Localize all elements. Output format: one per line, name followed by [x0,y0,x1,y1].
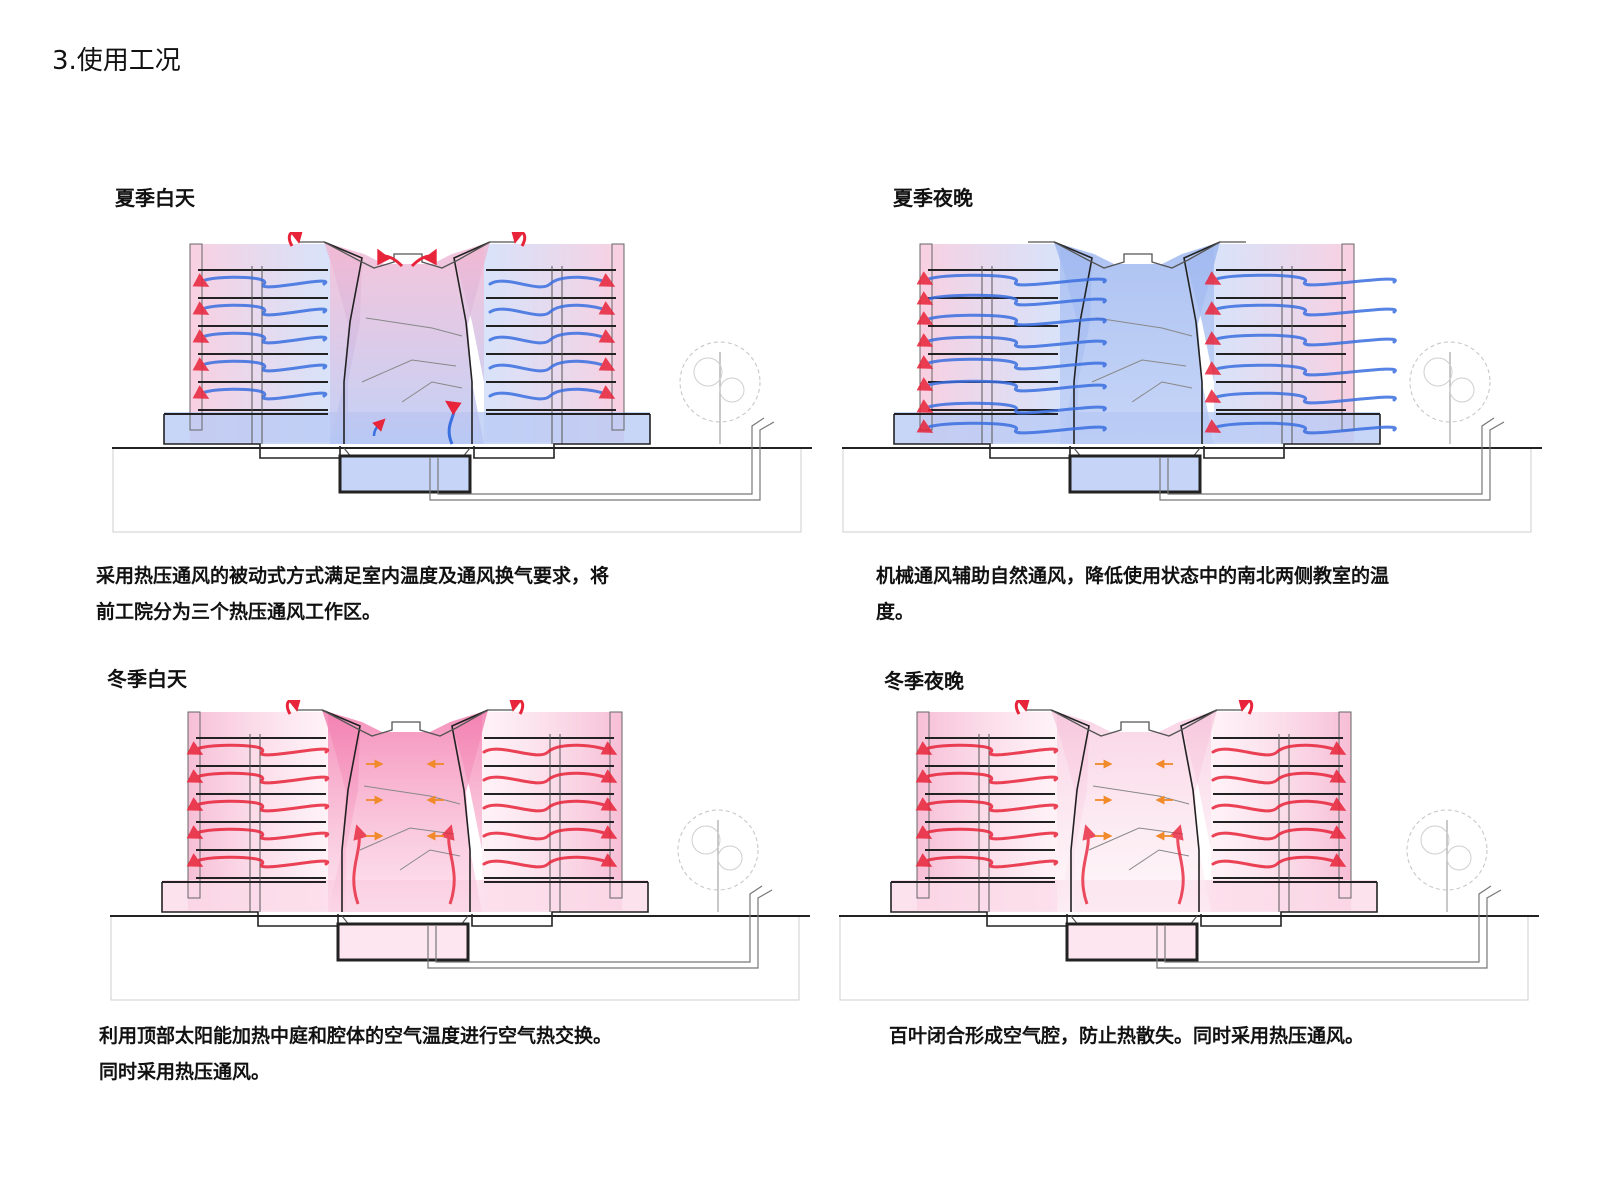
page-title: 3.使用工况 [52,46,181,76]
section-drawing [110,700,810,1001]
caption-winter-day: 利用顶部太阳能加热中庭和腔体的空气温度进行空气热交换。 同时采用热压通风。 [99,1018,612,1090]
panel-title-summer-night: 夏季夜晚 [893,186,973,210]
caption-line: 机械通风辅助自然通风，降低使用状态中的南北两侧教室的温 [876,565,1390,587]
diagram-winter-night [839,700,1539,1002]
section-drawing [842,241,1542,533]
diagram-summer-night [842,232,1542,534]
section-drawing [839,700,1539,1001]
panel-title-summer-day: 夏季白天 [115,186,195,210]
panel-title-winter-night: 冬季夜晚 [884,669,964,693]
panel-title-winter-day: 冬季白天 [107,667,187,691]
caption-summer-night: 机械通风辅助自然通风，降低使用状态中的南北两侧教室的温 度。 [876,558,1389,630]
caption-line: 百叶闭合形成空气腔，防止热散失。同时采用热压通风。 [889,1025,1365,1047]
diagram-winter-day [110,700,810,1002]
caption-line: 同时采用热压通风。 [99,1061,271,1083]
section-drawing [112,232,812,533]
caption-line: 前工院分为三个热压通风工作区。 [96,601,382,623]
caption-winter-night: 百叶闭合形成空气腔，防止热散失。同时采用热压通风。 [889,1018,1364,1054]
caption-line: 采用热压通风的被动式方式满足室内温度及通风换气要求，将 [96,565,610,587]
caption-line: 度。 [876,601,915,623]
diagram-summer-day [112,232,812,534]
caption-summer-day: 采用热压通风的被动式方式满足室内温度及通风换气要求，将 前工院分为三个热压通风工… [96,558,609,630]
caption-line: 利用顶部太阳能加热中庭和腔体的空气温度进行空气热交换。 [99,1025,613,1047]
